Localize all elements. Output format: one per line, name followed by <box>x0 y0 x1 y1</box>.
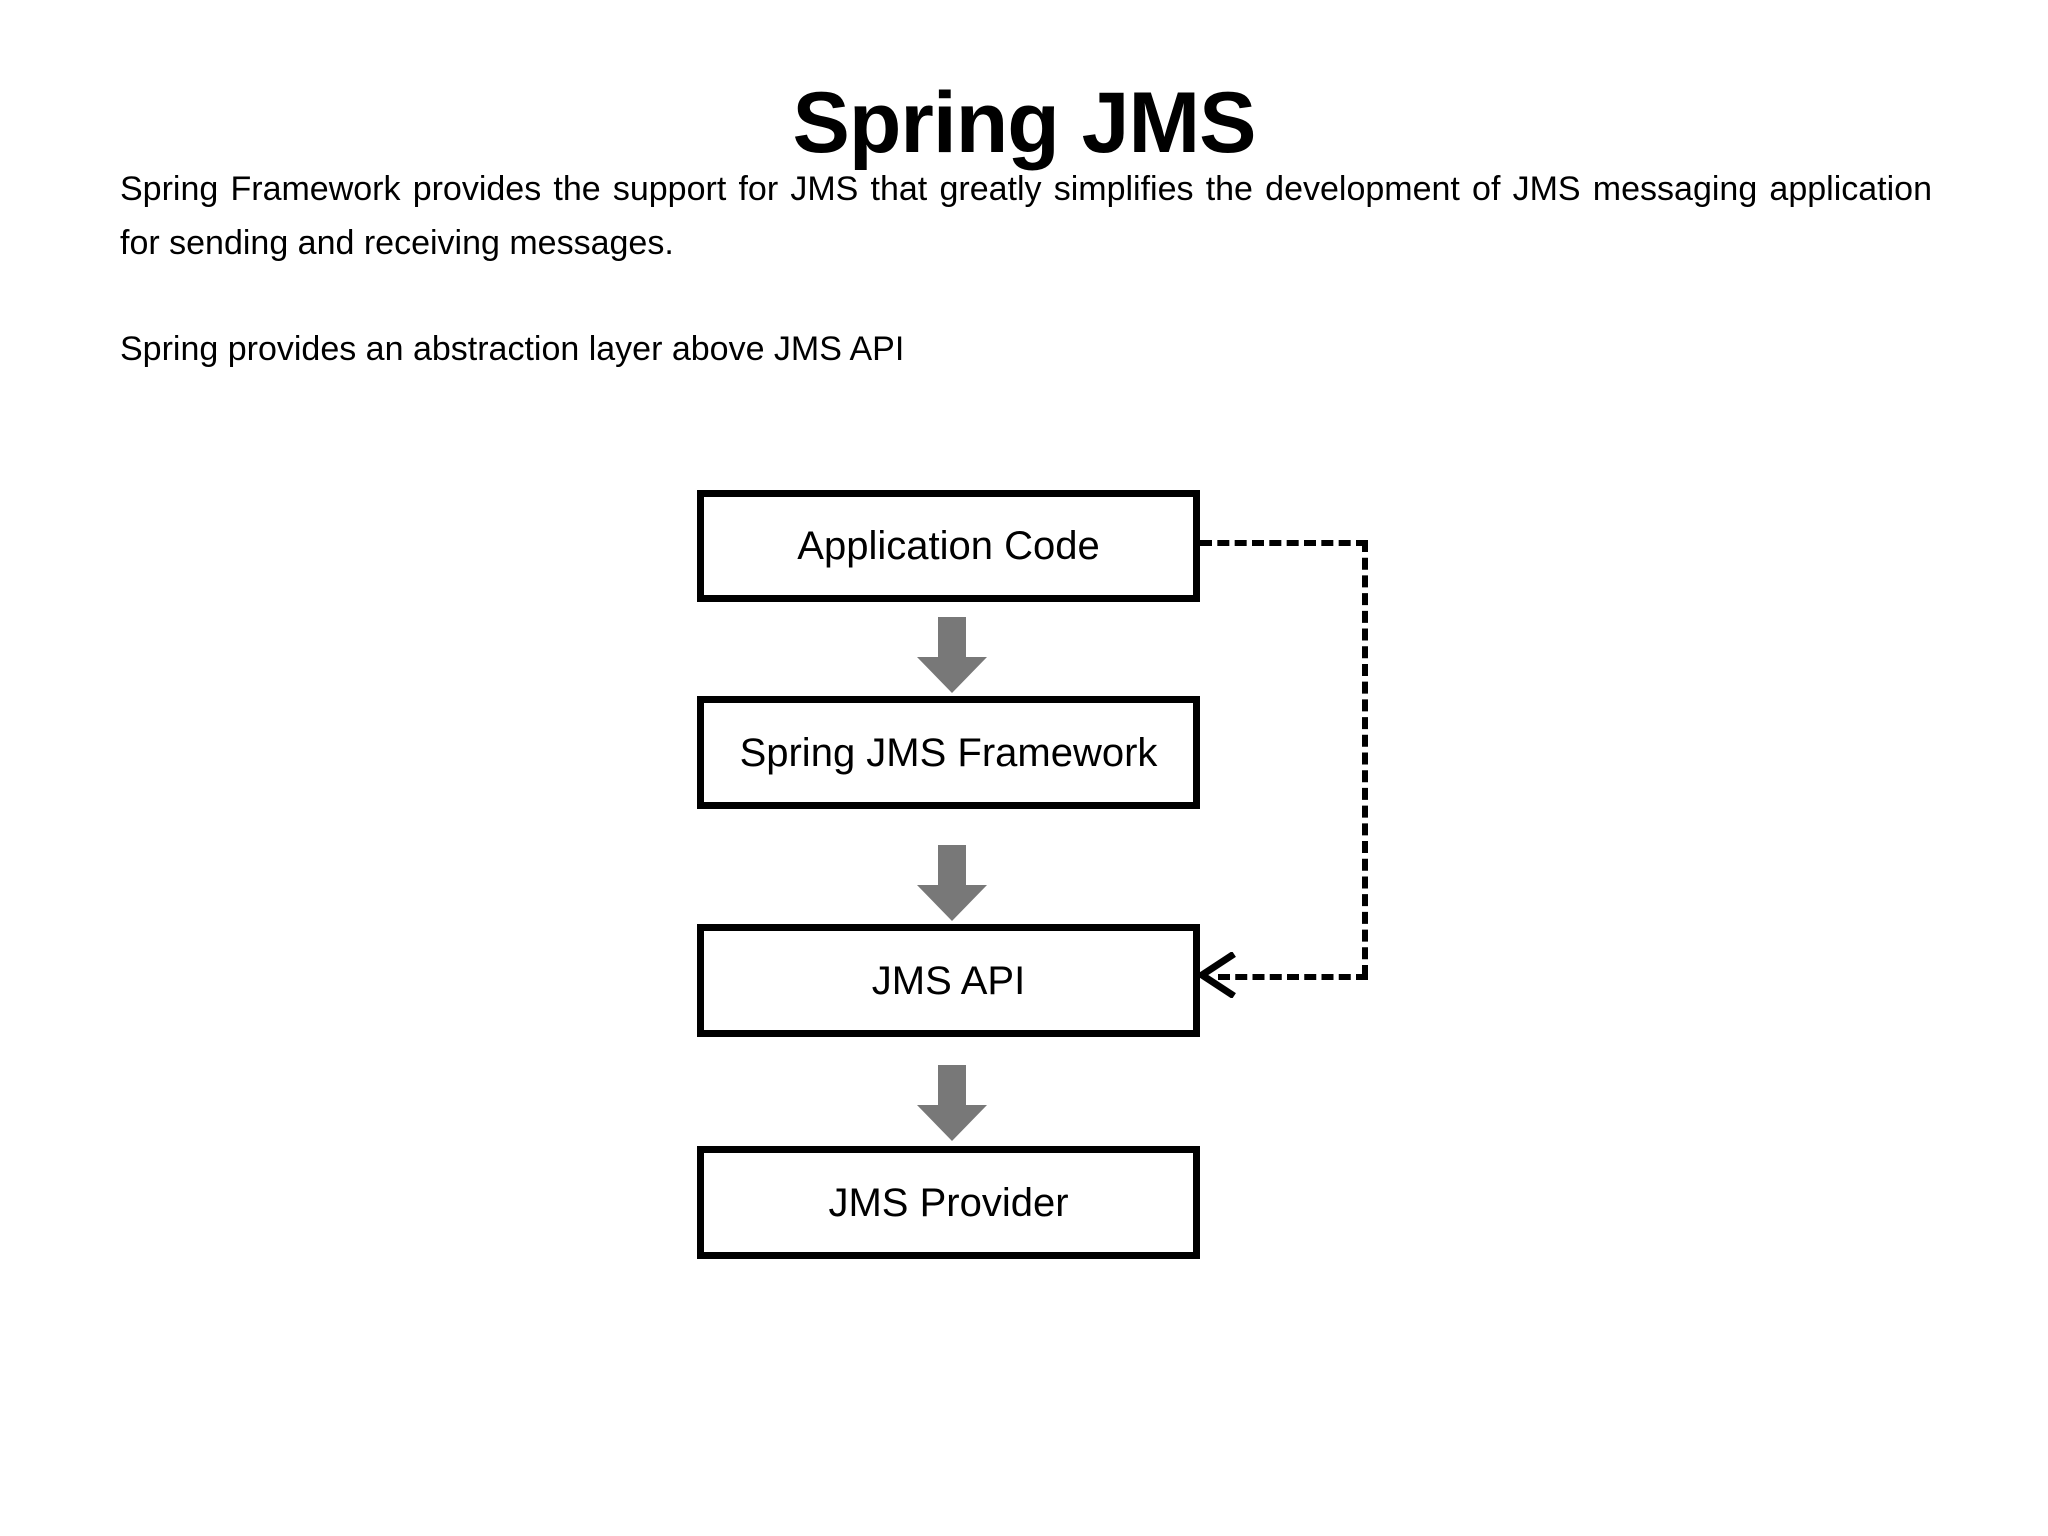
body-text-block: Spring Framework provides the support fo… <box>120 162 1932 376</box>
diagram-box-label: JMS Provider <box>828 1180 1069 1225</box>
dashed-connector-top-segment <box>1200 540 1368 546</box>
diagram-box-label: Spring JMS Framework <box>739 730 1158 775</box>
diagram-box-spring-jms-framework[interactable]: Spring JMS Framework <box>697 696 1200 809</box>
paragraph-2: Spring provides an abstraction layer abo… <box>120 330 905 368</box>
paragraph-1: Spring Framework provides the support fo… <box>120 170 1932 262</box>
page-title: Spring JMS <box>792 74 1256 171</box>
down-arrow-icon-app-to-spring <box>917 617 987 693</box>
dashed-connector-bottom-segment <box>1218 974 1368 980</box>
diagram-box-label: Application Code <box>797 524 1100 568</box>
left-arrowhead-icon <box>1195 951 1236 999</box>
diagram-box-jms-api[interactable]: JMS API <box>697 924 1200 1037</box>
paragraph-spacer <box>120 270 1932 322</box>
down-arrow-icon-spring-to-api <box>917 845 987 921</box>
down-arrow-icon-api-to-provider <box>917 1065 987 1141</box>
diagram-box-label: JMS API <box>871 958 1026 1003</box>
diagram-box-application-code[interactable]: Application Code <box>697 490 1200 602</box>
diagram-box-jms-provider[interactable]: JMS Provider <box>697 1146 1200 1259</box>
dashed-connector-vertical-segment <box>1362 540 1368 977</box>
